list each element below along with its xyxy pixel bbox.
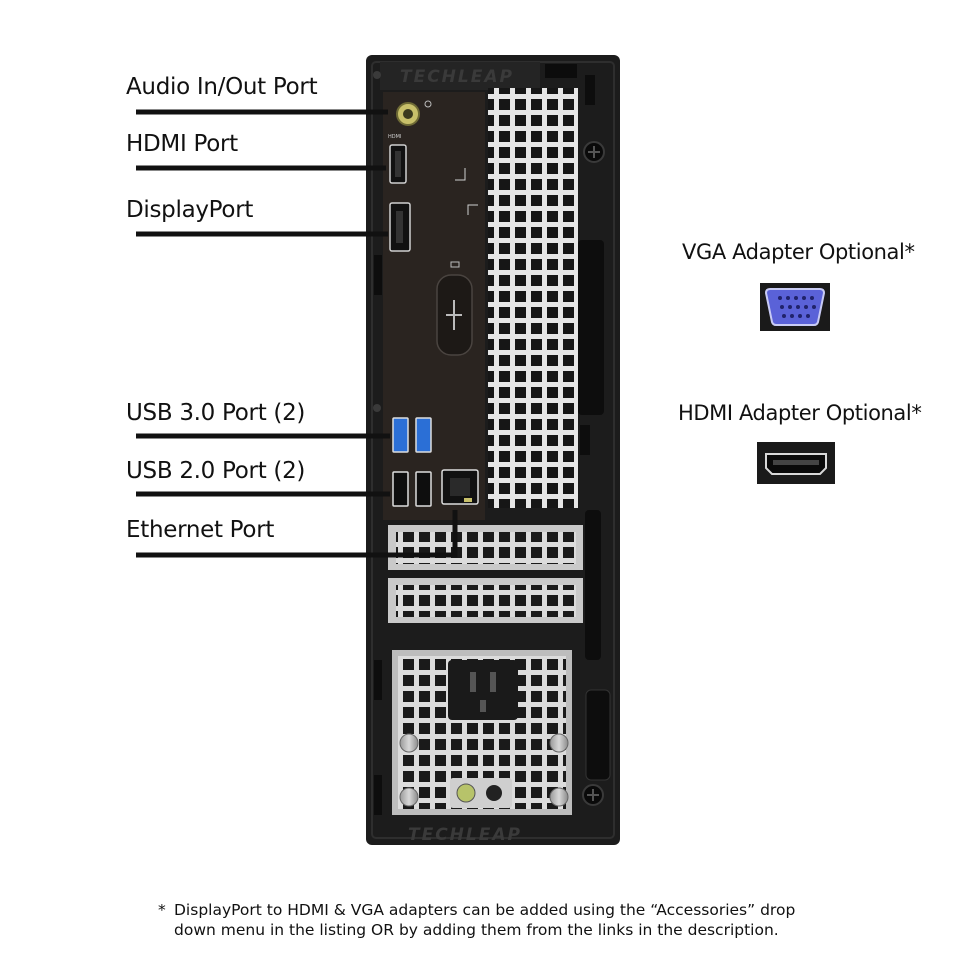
hdmi-adapter-icon [757, 442, 835, 484]
brand-bottom: TECHLEAP [408, 825, 522, 845]
usb3-port-icon [415, 417, 432, 453]
footnote: * DisplayPort to HDMI & VGA adapters can… [158, 900, 858, 940]
ethernet-port-label: Ethernet Port [126, 517, 275, 543]
callout-line-ethernet [136, 510, 458, 558]
callout-lines [136, 109, 458, 558]
usb2-port-icon [415, 471, 432, 507]
upper-vent-grille [488, 88, 578, 508]
brand-top: TECHLEAP [400, 67, 514, 87]
audio-port-label: Audio In/Out Port [126, 74, 318, 100]
hdmi-port-text: HDMI [388, 134, 401, 140]
power-supply [392, 650, 611, 815]
power-socket-icon [448, 660, 518, 720]
vga-adapter-label: VGA Adapter Optional* [682, 240, 915, 264]
usb2-port-label: USB 2.0 Port (2) [126, 458, 306, 484]
hdmi-adapter-label: HDMI Adapter Optional* [678, 401, 922, 425]
usb3-port-icon [392, 417, 409, 453]
usb2-port-icon [392, 471, 409, 507]
vga-adapter-icon [760, 283, 830, 331]
footnote-marker: * [158, 901, 166, 919]
footnote-line-1: DisplayPort to HDMI & VGA adapters can b… [174, 901, 796, 919]
footnote-line-2: down menu in the listing OR by adding th… [174, 921, 779, 939]
usb3-port-label: USB 3.0 Port (2) [126, 400, 306, 426]
expansion-slots [388, 510, 601, 660]
hdmi-port-label: HDMI Port [126, 131, 238, 157]
displayport-label: DisplayPort [126, 197, 254, 223]
io-panel: HDMI [383, 92, 485, 520]
